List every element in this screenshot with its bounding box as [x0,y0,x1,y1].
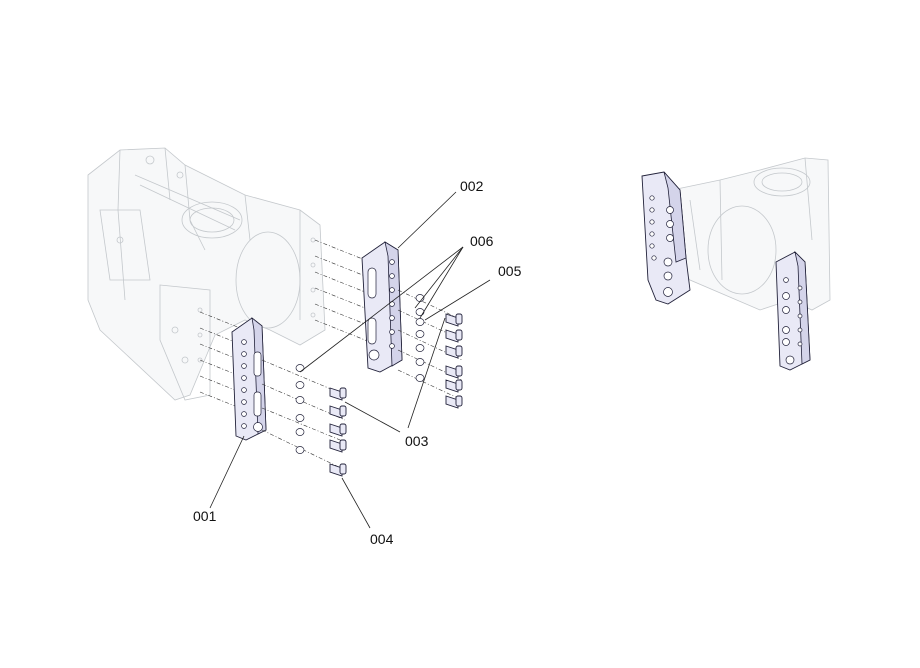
leader-005 [424,279,491,321]
plate-002-installed-view [775,250,811,371]
callout-005: 005 [498,263,522,279]
fasteners-left-group [261,359,347,477]
leader-003a [407,317,446,429]
leader-004 [341,477,371,529]
bolt [445,345,463,359]
bolt [445,365,463,379]
bolt [445,329,463,343]
bolt [445,379,463,393]
bolt-axes-left [199,239,371,411]
bolt [329,463,347,477]
leader-006b [414,246,464,309]
plate-001-installed-view [641,171,691,305]
bolt [445,395,463,409]
bolt [329,405,347,419]
plate-001 [231,317,267,441]
callout-labels: 002 006 005 003 001 004 [193,178,522,547]
leader-002 [397,191,457,249]
callout-001: 001 [193,508,217,524]
bolt [329,387,347,401]
bolt [445,313,463,327]
callout-006: 006 [470,233,494,249]
leader-003b [344,401,401,433]
leader-lines [209,191,491,529]
callout-004: 004 [370,531,394,547]
leader-001 [209,435,245,509]
housing-left-ghost [87,147,326,401]
leader-006a [299,246,464,373]
bolt [329,439,347,453]
callout-003: 003 [405,433,429,449]
fasteners-right-group [397,289,463,409]
plate-002 [361,241,403,373]
bolt [329,423,347,437]
callout-002: 002 [460,178,484,194]
leader-006c [419,246,464,319]
